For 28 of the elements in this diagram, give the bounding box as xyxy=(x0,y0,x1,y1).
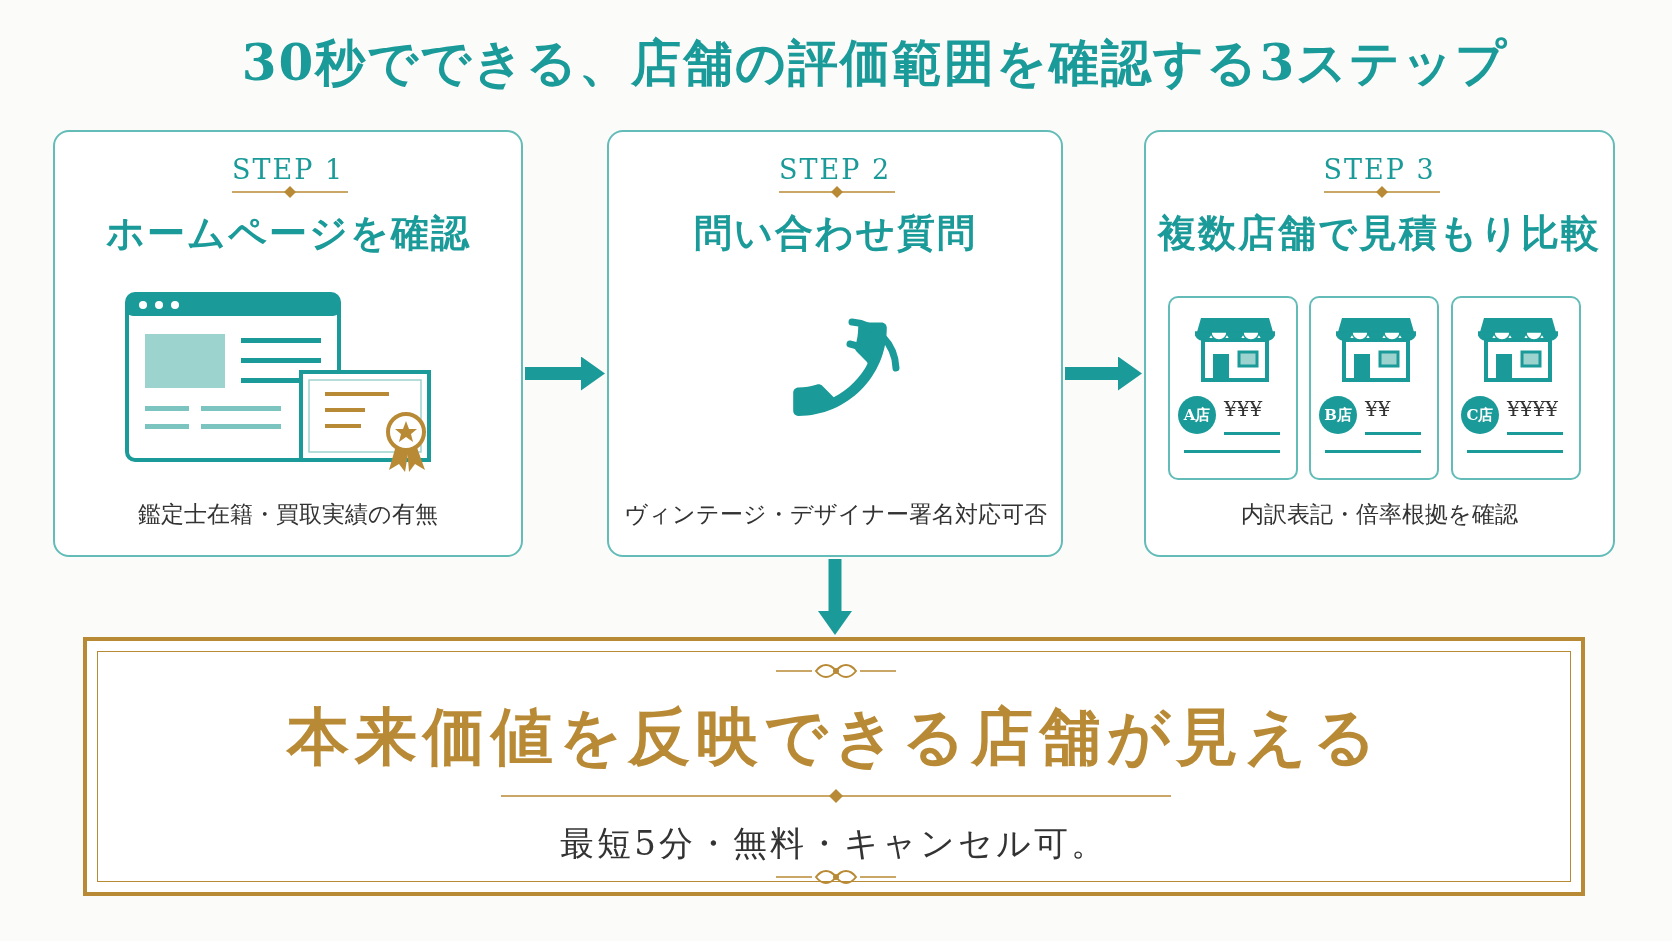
shop-badge: C店 xyxy=(1461,396,1499,434)
step-note: 内訳表記・倍率根拠を確認 xyxy=(1241,500,1518,529)
shop-card xyxy=(1309,296,1439,480)
price-text: ¥¥ xyxy=(1365,396,1391,422)
price-text: ¥¥¥ xyxy=(1224,396,1263,422)
arrow xyxy=(1065,356,1142,391)
shop-card xyxy=(1451,296,1581,480)
shop-badge: B店 xyxy=(1319,396,1357,434)
arrow xyxy=(818,559,852,635)
step-card xyxy=(607,130,1063,557)
shop-badge: A店 xyxy=(1178,396,1216,434)
result-note: 最短5分・無料・キャンセル可。 xyxy=(560,822,1108,865)
step-label: STEP 3 xyxy=(1323,153,1436,187)
step-card xyxy=(53,130,523,557)
step-heading: 問い合わせ質問 xyxy=(693,209,977,257)
arrow xyxy=(525,356,605,391)
step-label: STEP 2 xyxy=(778,153,892,187)
step-heading: ホームページを確認 xyxy=(105,209,471,257)
shop-card xyxy=(1168,296,1298,480)
title: 30秒でできる、店舗の評価範囲を確認する3ステップ xyxy=(241,32,1509,94)
step-card xyxy=(1144,130,1615,557)
step-note: 鑑定士在籍・買取実績の有無 xyxy=(138,500,438,529)
step-heading: 複数店舗で見積もり比較 xyxy=(1158,209,1601,257)
result-banner xyxy=(83,637,1585,896)
price-text: ¥¥¥¥ xyxy=(1507,396,1558,422)
result-heading: 本来価値を反映できる店舗が見える xyxy=(286,699,1382,775)
step-label: STEP 1 xyxy=(231,153,345,187)
step-note: ヴィンテージ・デザイナー署名対応可否 xyxy=(623,500,1047,529)
